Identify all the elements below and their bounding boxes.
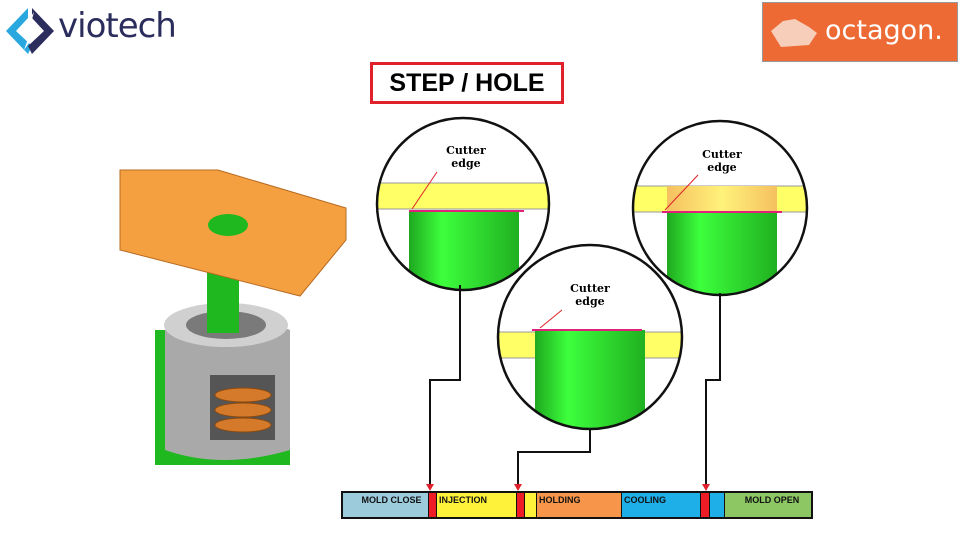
octagon-logo-text: octagon. bbox=[825, 15, 943, 46]
mold-3d-model bbox=[119, 169, 347, 465]
segment-red-3 bbox=[701, 493, 709, 517]
timeline-markers bbox=[426, 484, 710, 491]
segment-red-1 bbox=[429, 493, 436, 517]
molding-cycle-timeline: MOLD CLOSE INJECTION HOLDING COOLING MOL… bbox=[341, 491, 813, 519]
viotech-logo-icon bbox=[6, 8, 54, 54]
segment-mold-close: MOLD CLOSE bbox=[343, 493, 428, 517]
octagon-logo-icon bbox=[771, 19, 817, 47]
segment-holding: HOLDING bbox=[537, 493, 621, 517]
segment-injection: INJECTION bbox=[437, 493, 516, 517]
zoom-circle-2 bbox=[496, 243, 684, 485]
zoom-circle-3 bbox=[631, 119, 809, 485]
zoom-circle-1 bbox=[375, 116, 551, 485]
segment-mold-open: MOLD OPEN bbox=[725, 493, 811, 517]
viotech-logo-text: viotech bbox=[58, 6, 177, 46]
octagon-logo: octagon. bbox=[762, 2, 958, 62]
segment-blue-2 bbox=[710, 493, 724, 517]
segment-red-2 bbox=[517, 493, 524, 517]
page-title: STEP / HOLE bbox=[370, 62, 564, 104]
segment-yellow-2 bbox=[525, 493, 536, 517]
segment-cooling: COOLING bbox=[622, 493, 700, 517]
